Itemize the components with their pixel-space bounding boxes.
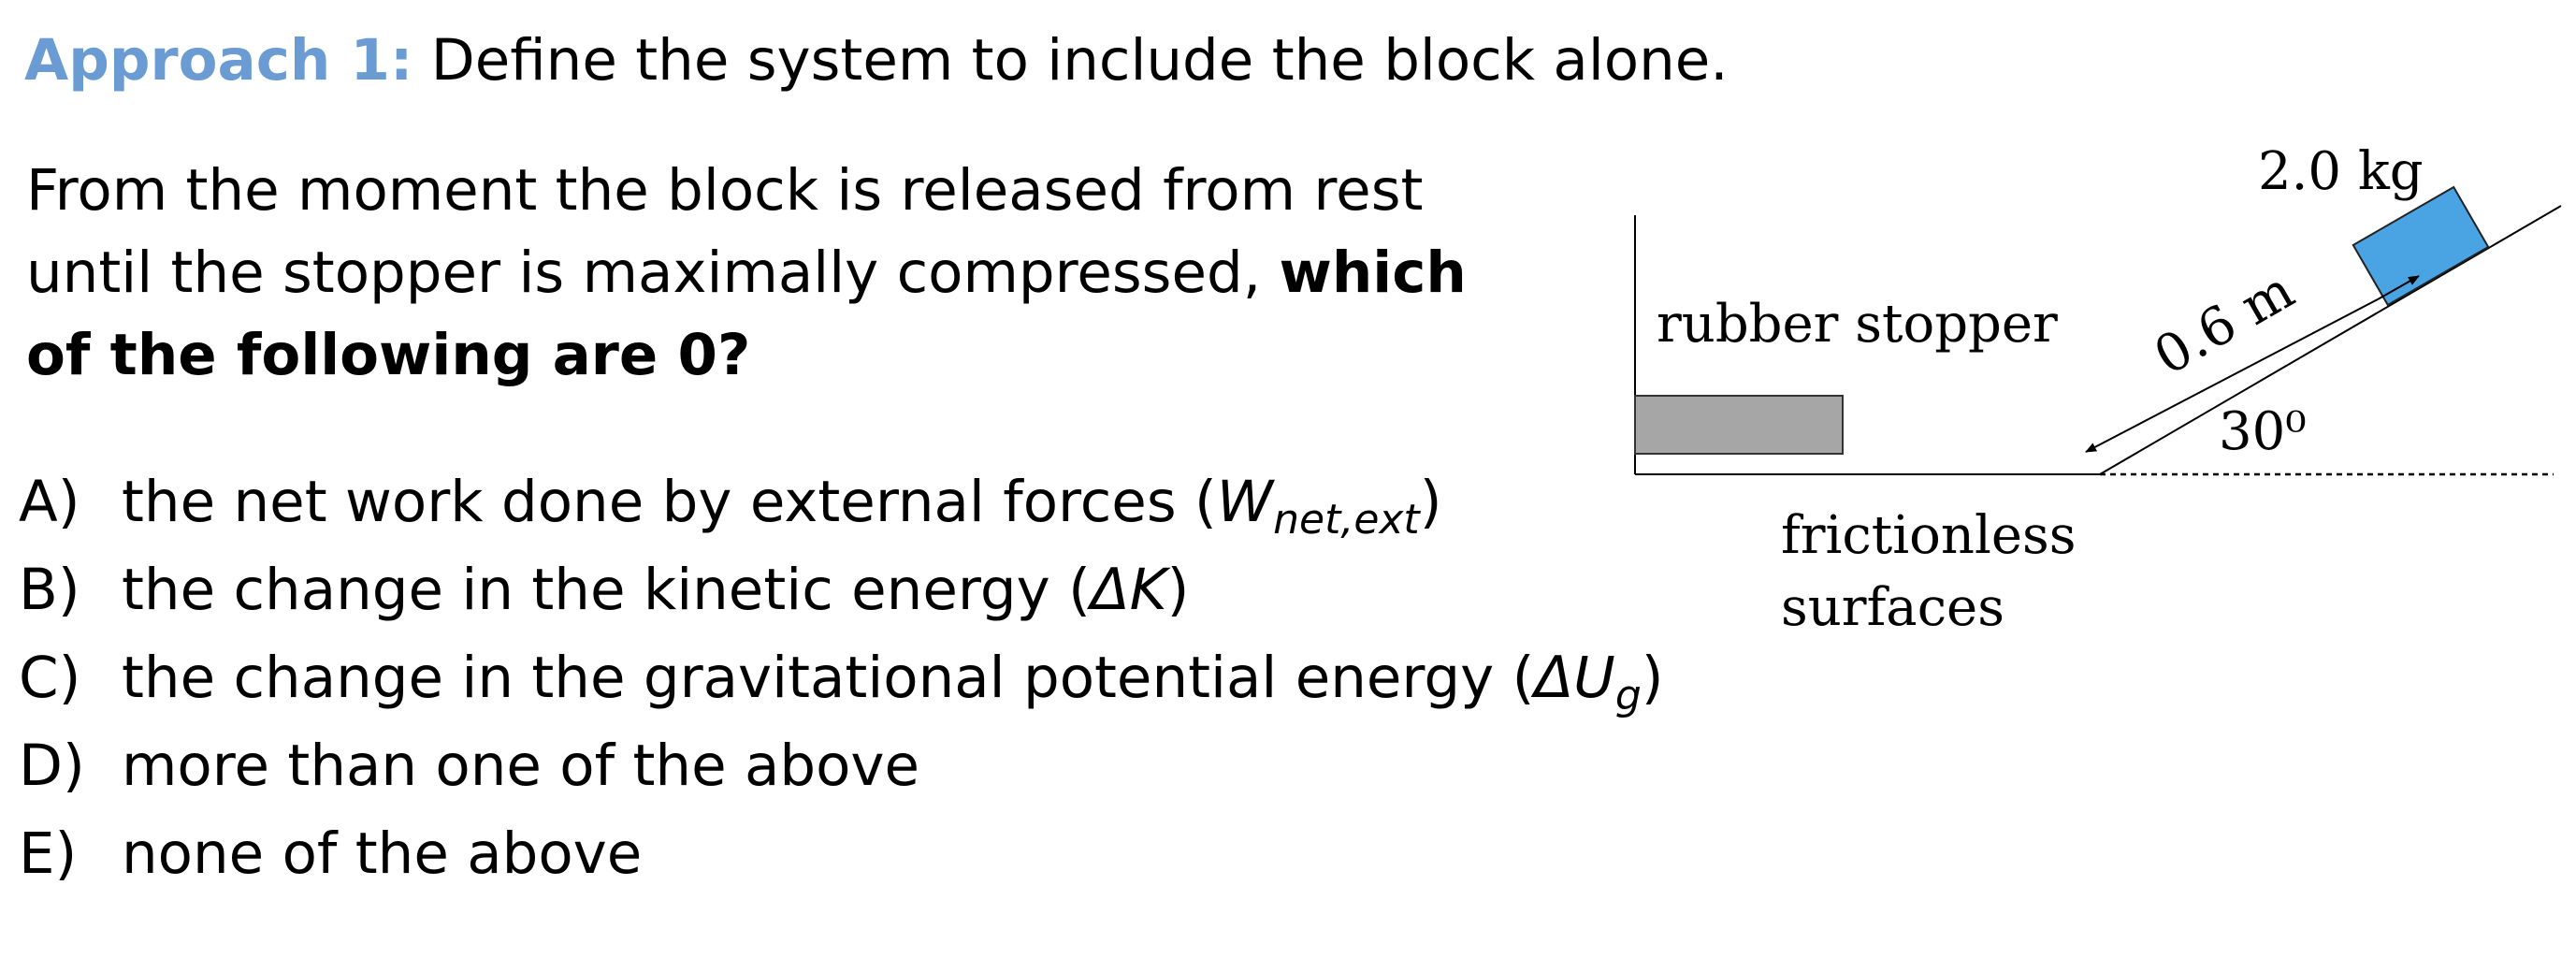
angle-label: 30⁰ [2219,401,2307,462]
option-letter: D) [19,733,85,799]
option-c[interactable]: C) the change in the gravitational potent… [19,634,1664,722]
option-b[interactable]: B) the change in the kinetic energy (ΔK) [19,546,1664,634]
option-close-paren: ) [1641,645,1664,711]
option-e[interactable]: E) none of the above [19,810,1664,898]
question-line-1: From the moment the block is released fr… [26,157,1424,224]
option-close-paren: ) [1166,557,1190,623]
incline-diagram: 2.0 kg rubber stopper 0.6 m 30⁰ friction… [1634,141,2562,638]
option-symbol: ΔUg [1534,645,1641,719]
question-line-2-plain: until the stopper is maximally compresse… [26,240,1280,306]
option-symbol: Wnet,ext [1216,469,1420,544]
option-symbol: ΔK [1090,557,1167,623]
option-symbol-main: ΔU [1534,645,1615,711]
option-a[interactable]: A) the net work done by external forces (… [19,458,1664,546]
block-direction-arrow [2377,275,2420,300]
mass-label: 2.0 kg [2258,141,2424,202]
approach-label: Approach 1: [24,27,413,94]
option-d[interactable]: D) more than one of the above [19,722,1664,810]
option-symbol-main: W [1216,469,1274,535]
question-text: From the moment the block is released fr… [26,150,1523,397]
question-line-2-bold: which [1279,240,1467,306]
option-letter: C) [19,645,81,711]
block [2352,185,2490,307]
option-letter: A) [19,469,80,535]
answer-options: A) the net work done by external forces (… [19,458,1664,898]
option-text: none of the above [122,820,643,887]
option-symbol-subscript: g [1614,672,1642,720]
option-symbol-subscript: net,ext [1273,496,1420,544]
approach-description: Define the system to include the block a… [412,27,1729,94]
rubber-stopper [1634,395,1844,455]
question-line-3: of the following are 0? [26,322,751,388]
option-text: the net work done by external forces ( [122,469,1217,535]
distance-arrow [2085,298,2379,453]
option-text: more than one of the above [122,733,920,799]
surface-label-line-1: frictionless [1781,505,2077,566]
incline-line [2099,205,2562,475]
option-close-paren: ) [1419,469,1442,535]
option-letter: B) [19,557,80,623]
question-line-2: until the stopper is maximally compresse… [26,232,1523,314]
option-letter: E) [19,820,78,887]
page-title: Approach 1: Define the system to include… [24,21,1729,101]
stopper-label: rubber stopper [1657,294,2058,355]
option-text: the change in the kinetic energy ( [122,557,1091,623]
surface-label-line-2: surfaces [1781,577,2004,638]
option-text: the change in the gravitational potentia… [122,645,1535,711]
